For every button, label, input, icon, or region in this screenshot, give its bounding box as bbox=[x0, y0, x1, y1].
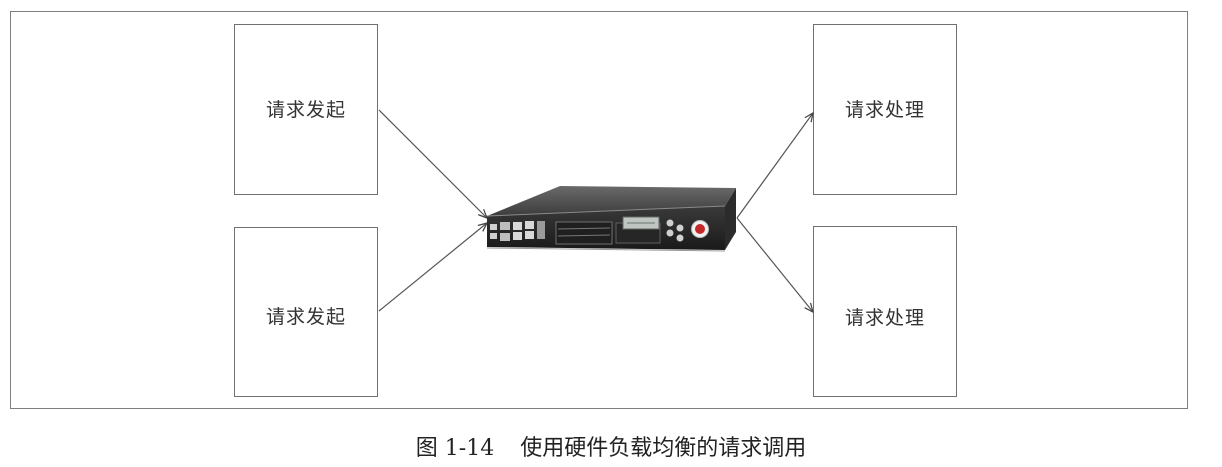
arrow-sender2-to-device bbox=[378, 223, 487, 312]
request-handler-box-2: 请求处理 bbox=[813, 226, 957, 397]
request-sender-label-1: 请求发起 bbox=[265, 99, 346, 121]
request-handler-label-2: 请求处理 bbox=[844, 307, 925, 329]
arrow-device-to-handler1 bbox=[736, 113, 813, 219]
arrow-sender1-to-device bbox=[378, 109, 487, 218]
figure-number: 图 1-14 bbox=[415, 436, 495, 461]
request-handler-label-1: 请求处理 bbox=[844, 99, 925, 121]
request-handler-box-1: 请求处理 bbox=[813, 24, 957, 195]
diagram-frame bbox=[10, 11, 1188, 409]
request-sender-box-1: 请求发起 bbox=[234, 24, 378, 195]
request-sender-box-2: 请求发起 bbox=[234, 227, 378, 397]
figure-title: 使用硬件负载均衡的请求调用 bbox=[520, 436, 807, 461]
arrow-device-to-handler2 bbox=[736, 217, 813, 312]
request-sender-label-2: 请求发起 bbox=[265, 306, 346, 328]
hardware-load-balancer-icon bbox=[486, 186, 736, 252]
figure-caption: 图 1-14 使用硬件负载均衡的请求调用 bbox=[0, 430, 1222, 462]
